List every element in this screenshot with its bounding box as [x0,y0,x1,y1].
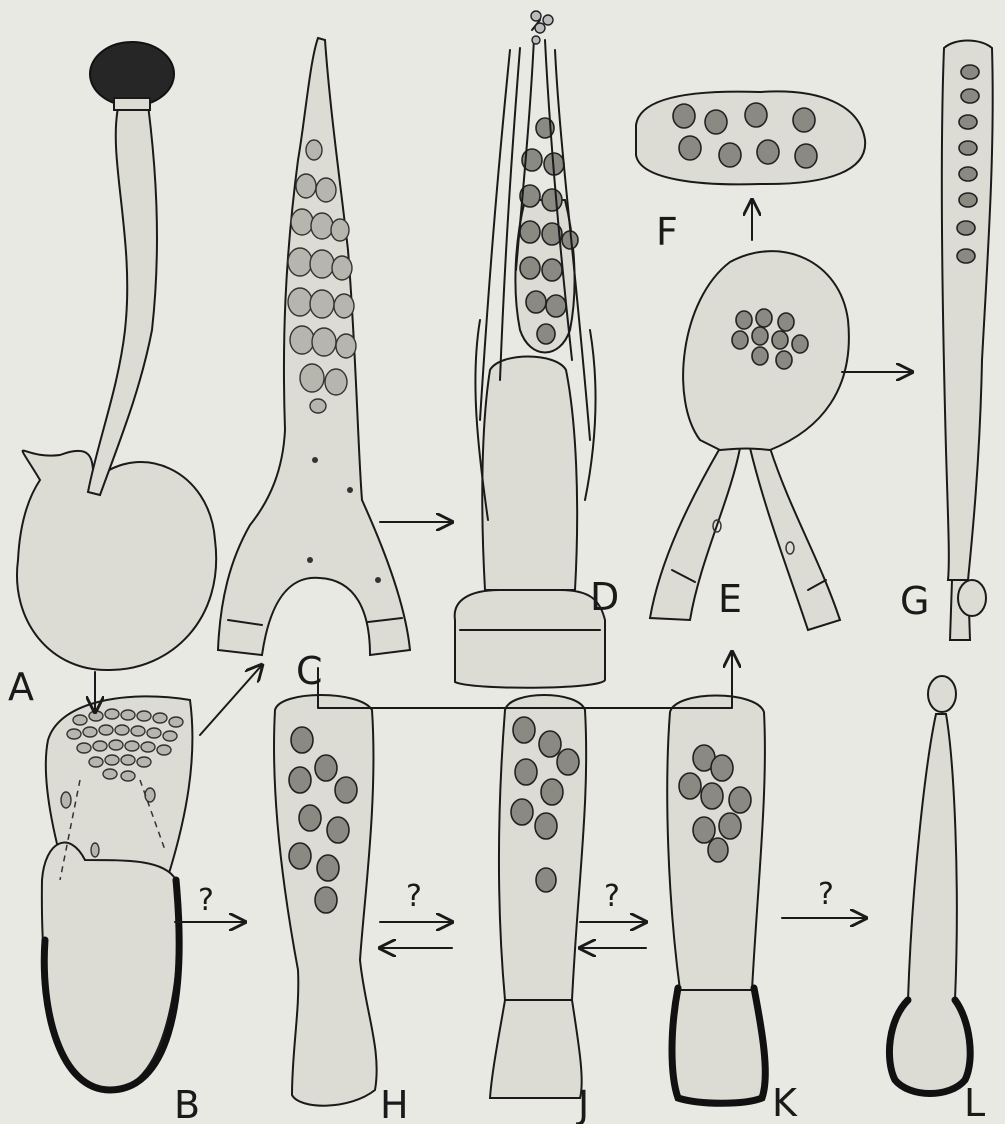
question-mark-j-k: ? [604,879,620,914]
panel-label-d: D [590,575,619,619]
panel-label-g: G [900,579,929,623]
panel-d-illustration [455,11,605,688]
panel-e-illustration [650,251,849,630]
panel-label-h: H [380,1083,409,1124]
panel-label-e: E [718,577,742,621]
panel-label-l: L [964,1081,985,1124]
panel-label-a: A [8,665,34,709]
panel-b-illustration [42,696,193,1090]
panel-label-j: J [576,1083,589,1124]
question-mark-h-j: ? [406,879,422,914]
panel-j-illustration [490,695,586,1098]
panel-label-b: B [174,1083,200,1124]
panel-f-illustration [636,91,865,184]
panel-k-illustration [667,696,765,1104]
panel-l-illustration [889,676,970,1094]
panel-a-illustration [17,42,216,670]
panel-c-illustration [218,38,410,655]
arrow-b-to-c [200,665,262,735]
panel-label-k: K [772,1081,798,1124]
question-mark-k-l: ? [818,877,834,912]
panel-g-illustration [942,41,993,641]
question-mark-b-h: ? [198,883,214,918]
panel-label-f: F [656,210,678,254]
panel-h-illustration [274,695,377,1106]
panel-label-c: C [296,649,323,693]
